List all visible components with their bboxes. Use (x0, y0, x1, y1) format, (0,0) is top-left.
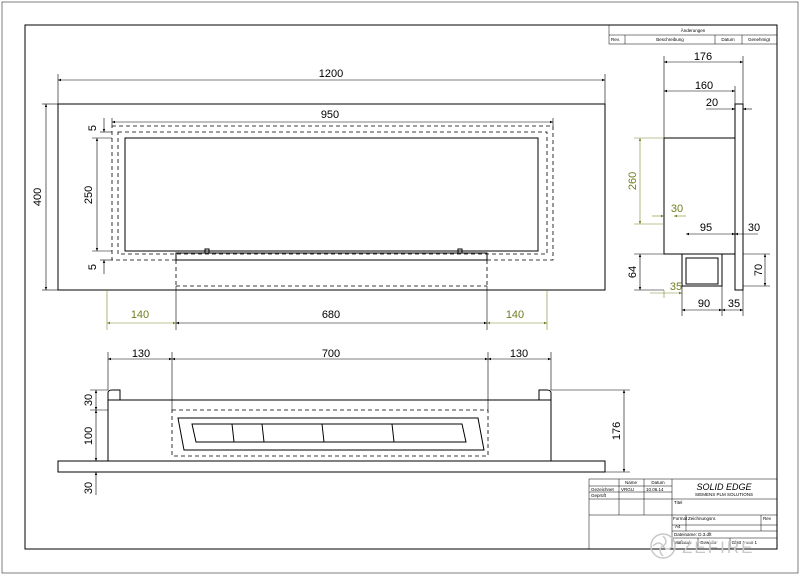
front-opening (124, 137, 539, 252)
front-hidden-box-inner (117, 131, 548, 255)
tb-drawn-date: 10.06.14 (646, 487, 664, 492)
dim-176-top: 176 (611, 422, 623, 440)
dim-35-green: 35 (670, 281, 682, 293)
tb-file-label: Dateiname: D.3.dft (674, 532, 712, 537)
revision-col-desc: Beschreibung (656, 37, 684, 42)
dim-680: 680 (322, 309, 340, 321)
tb-rev-label: Rev (763, 516, 772, 521)
tb-sheet-label: Blatt 1 von 1 (732, 540, 758, 545)
tb-company: SOLID EDGE (696, 482, 752, 492)
dim-30-bottom: 30 (83, 482, 95, 494)
dim-176: 176 (694, 51, 712, 63)
dim-260: 260 (627, 172, 639, 190)
dim-130-left: 130 (132, 348, 150, 360)
tb-size-value: A4 (675, 524, 681, 529)
title-block: Name Datum Gezeichnet Geprüft VRGU 10.06… (588, 478, 778, 550)
tb-number-label: Zeichnungsnr. (688, 516, 716, 521)
top-burner-tray (177, 417, 485, 451)
dim-30-top: 30 (83, 394, 95, 406)
tb-row-drawn: Gezeichnet (591, 487, 615, 492)
front-view: 1200 950 400 250 5 5 140 680 (32, 68, 606, 330)
side-flange (734, 103, 744, 291)
dim-5-bottom: 5 (87, 264, 99, 270)
dim-30-side: 30 (748, 222, 760, 234)
dim-700: 700 (322, 348, 340, 360)
dim-400: 400 (32, 188, 44, 206)
sheet-frame (24, 24, 778, 550)
dim-140-left: 140 (131, 309, 149, 321)
side-burner (681, 253, 723, 287)
top-burner-outer (171, 409, 489, 457)
dim-140-right: 140 (506, 309, 524, 321)
dim-20: 20 (706, 97, 718, 109)
dim-30-green: 30 (671, 203, 683, 215)
dim-100: 100 (83, 427, 95, 445)
revision-title: Änderungen (681, 27, 706, 33)
dim-130-right: 130 (510, 348, 528, 360)
tb-subtitle: SIEMENS PLM SOLUTIONS (695, 492, 753, 497)
top-base-plate (57, 460, 606, 473)
tb-row-checked: Geprüft (591, 493, 607, 498)
tb-size-label: Format (673, 516, 688, 521)
revision-col-approved: Genehmigt (748, 37, 771, 42)
dim-950: 950 (321, 109, 339, 121)
dim-5-top: 5 (87, 125, 99, 131)
front-outer-panel (57, 103, 606, 291)
revision-table: Änderungen Rev. Beschreibung Datum Geneh… (608, 24, 778, 45)
side-body (663, 137, 736, 255)
watermark: ZEFIRE (650, 533, 754, 559)
side-view: 176 160 20 260 30 95 30 64 70 (627, 51, 770, 316)
dim-35: 35 (728, 298, 740, 310)
revision-col-date: Datum (721, 37, 735, 42)
dim-95: 95 (700, 222, 712, 234)
dim-250: 250 (83, 186, 95, 204)
dim-70: 70 (753, 264, 765, 276)
revision-col-rev: Rev. (611, 37, 620, 42)
tb-weight-label: Gewicht (700, 540, 717, 545)
dim-1200: 1200 (319, 68, 343, 80)
tb-title-label: Titel (674, 500, 682, 505)
top-view: 130 700 130 30 100 30 176 (57, 348, 630, 495)
tb-scale-label: Maßstab (674, 540, 692, 545)
watermark-logo-icon (650, 533, 676, 559)
front-hidden-box-outer (111, 125, 554, 261)
tb-col-date: Datum (651, 480, 665, 485)
watermark-text: ZEFIRE (682, 538, 754, 557)
dim-160: 160 (695, 80, 713, 92)
dim-64: 64 (627, 266, 639, 278)
tb-col-name: Name (625, 480, 638, 485)
top-body (107, 399, 552, 462)
tb-drawn-name: VRGU (621, 487, 634, 492)
dim-90: 90 (698, 298, 710, 310)
front-burner-rail (175, 252, 488, 261)
